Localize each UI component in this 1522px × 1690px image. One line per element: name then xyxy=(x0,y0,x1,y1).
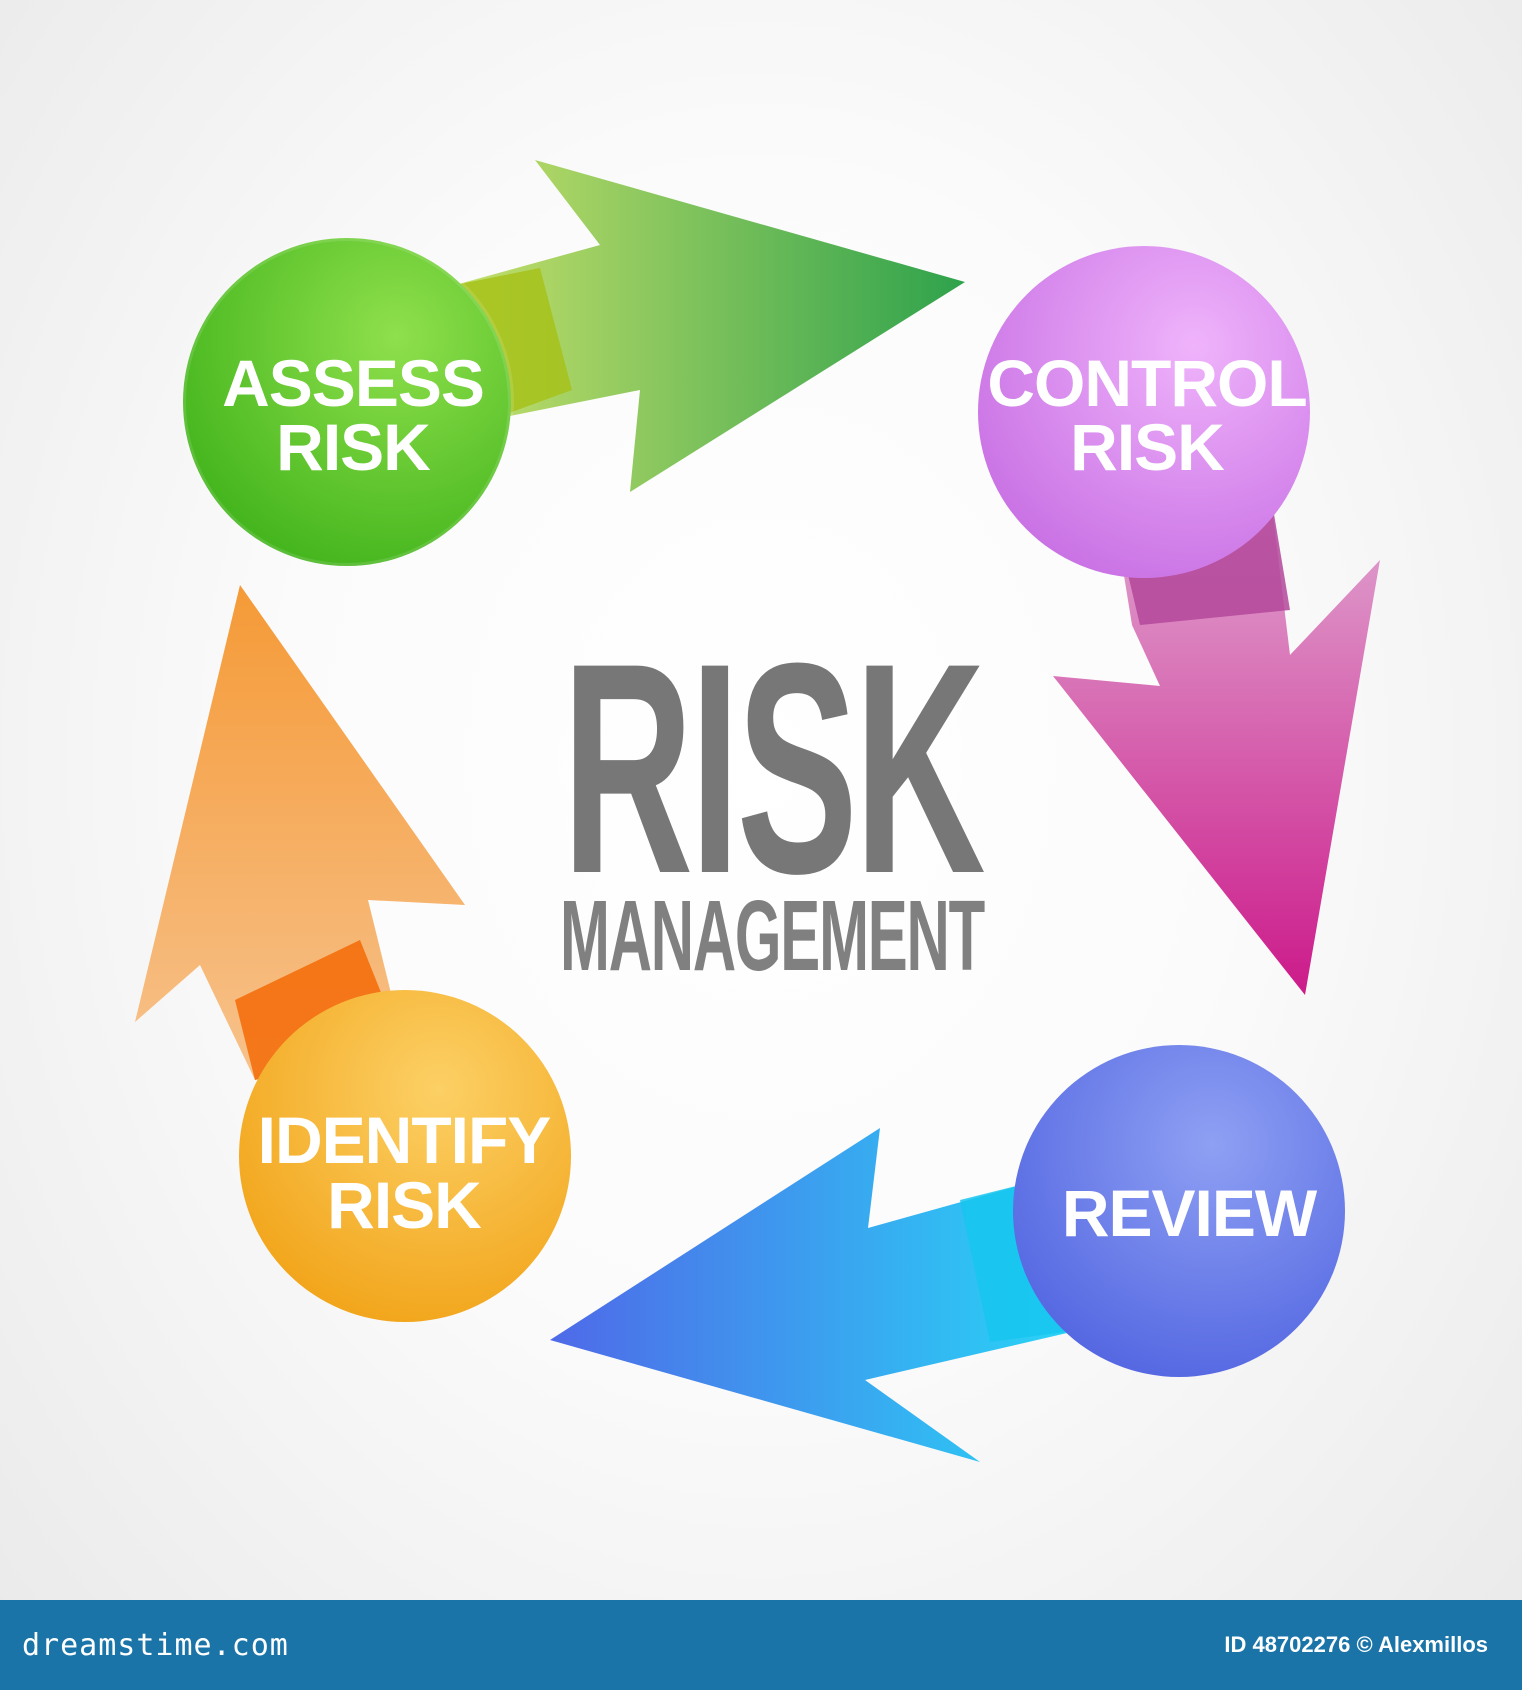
footer-brand[interactable]: dreamstime.com xyxy=(22,1627,289,1663)
arrow-review-to-identify xyxy=(550,1128,1080,1462)
node-identify-line2: RISK xyxy=(327,1168,482,1242)
node-review: REVIEW xyxy=(1013,1045,1345,1377)
node-control-risk: CONTROL RISK xyxy=(978,246,1310,578)
node-control-line2: RISK xyxy=(1070,410,1225,484)
node-assess-line1: ASSESS xyxy=(222,346,484,420)
footer-bar: dreamstime.com ID 48702276 © Alexmillos xyxy=(0,1600,1522,1690)
arrow-assess-to-control xyxy=(455,160,965,492)
node-control-line1: CONTROL xyxy=(987,346,1306,420)
diagram-subtitle: MANAGEMENT xyxy=(560,880,985,992)
node-identify-risk: IDENTIFY RISK xyxy=(239,990,571,1322)
node-assess-line2: RISK xyxy=(276,410,431,484)
diagram-title: RISK xyxy=(562,600,985,936)
node-identify-line1: IDENTIFY xyxy=(258,1103,551,1177)
node-review-line1: REVIEW xyxy=(1062,1176,1318,1250)
node-assess-risk: ASSESS RISK xyxy=(180,235,514,569)
footer-credit: ID 48702276 © Alexmillos xyxy=(1224,1632,1488,1657)
risk-cycle-diagram: ASSESS RISK CONTROL RISK REVIEW IDENTIFY… xyxy=(135,160,1380,1462)
